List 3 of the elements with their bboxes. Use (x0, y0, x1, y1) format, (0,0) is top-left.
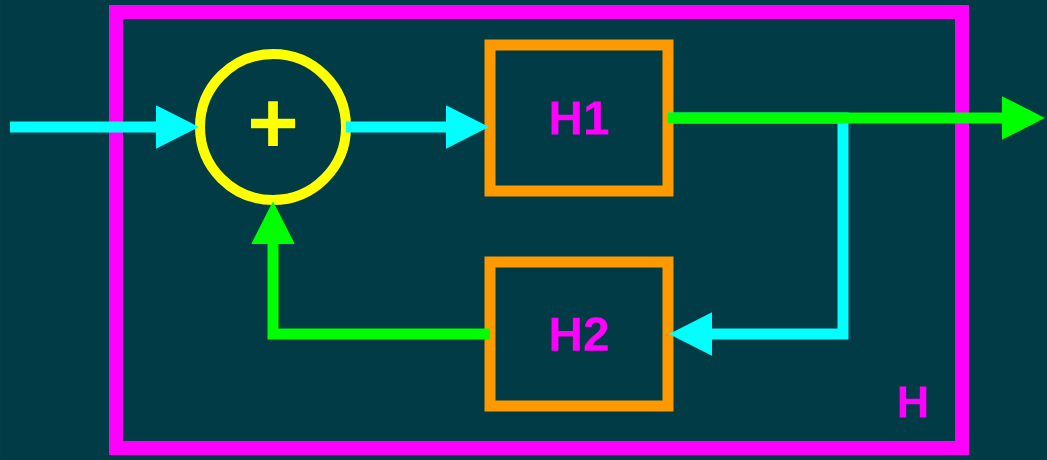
block-box: H2 (484, 256, 674, 412)
summing-junction: + (195, 49, 351, 205)
block-box: H1 (484, 39, 674, 197)
